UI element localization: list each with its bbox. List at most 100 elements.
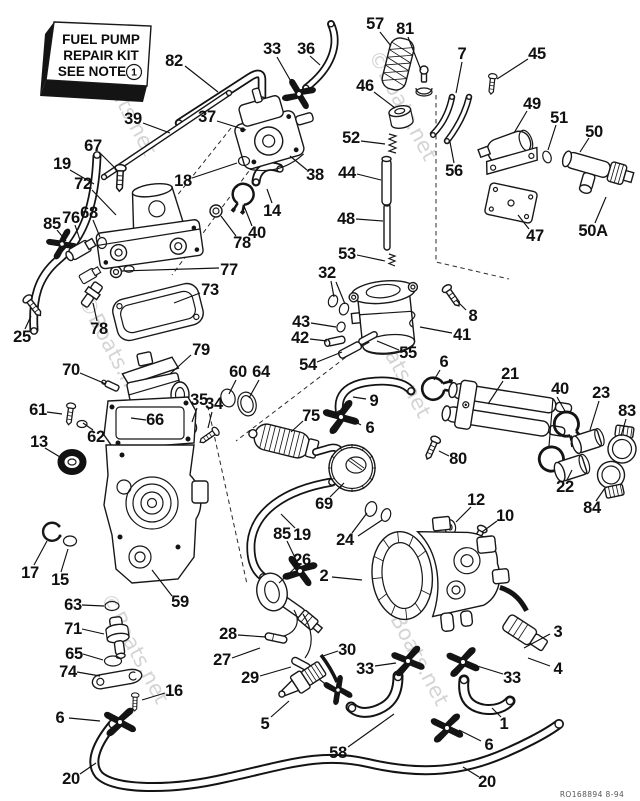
cable-30 <box>319 653 354 707</box>
leader-line-4 <box>527 657 551 667</box>
callout-71: 71 <box>64 620 82 638</box>
callout-63: 63 <box>64 596 82 614</box>
leader-line-9 <box>352 396 367 400</box>
callout-66: 66 <box>146 411 164 429</box>
knurled-nut-69 <box>328 444 376 492</box>
gasket-47 <box>484 182 538 224</box>
oil-pressure-sender-5 <box>278 661 327 698</box>
callout-33: 33 <box>263 40 281 58</box>
tube-42 <box>323 335 346 348</box>
leader-line-48 <box>355 218 384 222</box>
callout-76: 76 <box>62 209 80 227</box>
leader-line-37 <box>216 120 247 131</box>
leader-line-61 <box>46 411 63 415</box>
nut-78 <box>209 204 223 218</box>
leader-line-23 <box>589 400 600 431</box>
leader-line-56 <box>449 141 455 164</box>
hose-clamp-6 <box>430 712 464 744</box>
nipple-fitting-71 <box>105 616 130 660</box>
leader-line-58 <box>347 713 395 748</box>
callout-35: 35 <box>190 391 208 409</box>
leader-line-19 <box>280 513 296 529</box>
callout-5: 5 <box>261 715 270 733</box>
leader-line-36 <box>309 55 321 66</box>
callout-69: 69 <box>315 495 333 513</box>
hose-clamp-83 <box>607 424 637 464</box>
leader-line-79 <box>169 354 192 375</box>
hoses <box>29 20 564 792</box>
leader-line-68 <box>92 219 101 238</box>
leader-line-30 <box>322 650 339 657</box>
callout-16: 16 <box>165 682 183 700</box>
callout-28: 28 <box>219 625 237 643</box>
o-ring-51 <box>542 150 552 164</box>
callout-73: 73 <box>201 281 219 299</box>
leader-line-81 <box>407 36 422 71</box>
leader-line-50A <box>594 196 607 224</box>
callout-15: 15 <box>51 571 69 589</box>
leader-line-47 <box>517 214 530 230</box>
leader-line-57 <box>379 31 392 47</box>
leader-line-18 <box>191 162 238 179</box>
leader-line-25 <box>24 315 32 330</box>
leader-line-43 <box>310 322 337 328</box>
callout-47: 47 <box>526 227 544 245</box>
leader-line-45 <box>496 58 529 80</box>
leader-line-22 <box>566 469 573 481</box>
leader-line-78 <box>92 302 98 322</box>
callout-43: 43 <box>292 313 310 331</box>
leader-line-38 <box>289 155 308 171</box>
callout-33: 33 <box>503 669 521 687</box>
leader-line-73 <box>173 292 201 304</box>
leader-line-33 <box>276 56 294 86</box>
leader-line-50 <box>579 137 590 153</box>
callout-77: 77 <box>220 261 238 279</box>
leader-line-76 <box>74 224 81 241</box>
note-line-2: REPAIR KIT <box>63 48 139 63</box>
leader-line-3 <box>523 633 551 649</box>
leader-line-46 <box>373 91 396 109</box>
callout-25: 25 <box>13 328 31 346</box>
callout-8: 8 <box>469 307 478 325</box>
leader-line-64 <box>248 379 260 399</box>
leader-line-20 <box>462 766 480 778</box>
callout-37: 37 <box>198 108 216 126</box>
leader-line-53 <box>356 254 386 262</box>
callout-85: 85 <box>43 215 61 233</box>
lever-arm-74 <box>91 668 143 690</box>
note-number-circle <box>125 63 143 81</box>
leader-line-80 <box>438 450 450 457</box>
o-ring-65 <box>103 655 123 667</box>
callout-55: 55 <box>399 344 417 362</box>
leader-line-59 <box>151 569 173 597</box>
callout-23: 23 <box>592 384 610 402</box>
leader-line-77 <box>121 267 220 272</box>
callout-20: 20 <box>478 773 496 791</box>
leader-line-52 <box>360 140 386 145</box>
callout-48: 48 <box>337 210 355 228</box>
leader-line-65 <box>82 653 104 661</box>
leader-line-32 <box>335 281 346 305</box>
hose-clamp-33 <box>445 646 481 678</box>
callout-82: 82 <box>165 52 183 70</box>
callout-50: 50 <box>585 123 603 141</box>
washer-62 <box>76 419 88 429</box>
leader-line-6 <box>68 717 101 722</box>
screw-34 <box>196 425 222 447</box>
callout-41: 41 <box>453 326 471 344</box>
callout-68: 68 <box>80 204 98 222</box>
leader-line-32 <box>330 280 335 298</box>
callout-42: 42 <box>291 329 309 347</box>
leader-line-44 <box>356 173 382 181</box>
leader-line-16 <box>141 692 166 701</box>
leader-line-69 <box>329 482 345 498</box>
leader-line-12 <box>455 506 472 523</box>
callout-79: 79 <box>192 341 210 359</box>
callout-64: 64 <box>252 363 271 381</box>
callout-3: 3 <box>554 623 563 641</box>
leader-line-78 <box>220 215 237 237</box>
callout-40: 40 <box>248 224 266 242</box>
leader-line-6 <box>351 419 362 426</box>
carburetor-body-72 <box>95 183 204 270</box>
